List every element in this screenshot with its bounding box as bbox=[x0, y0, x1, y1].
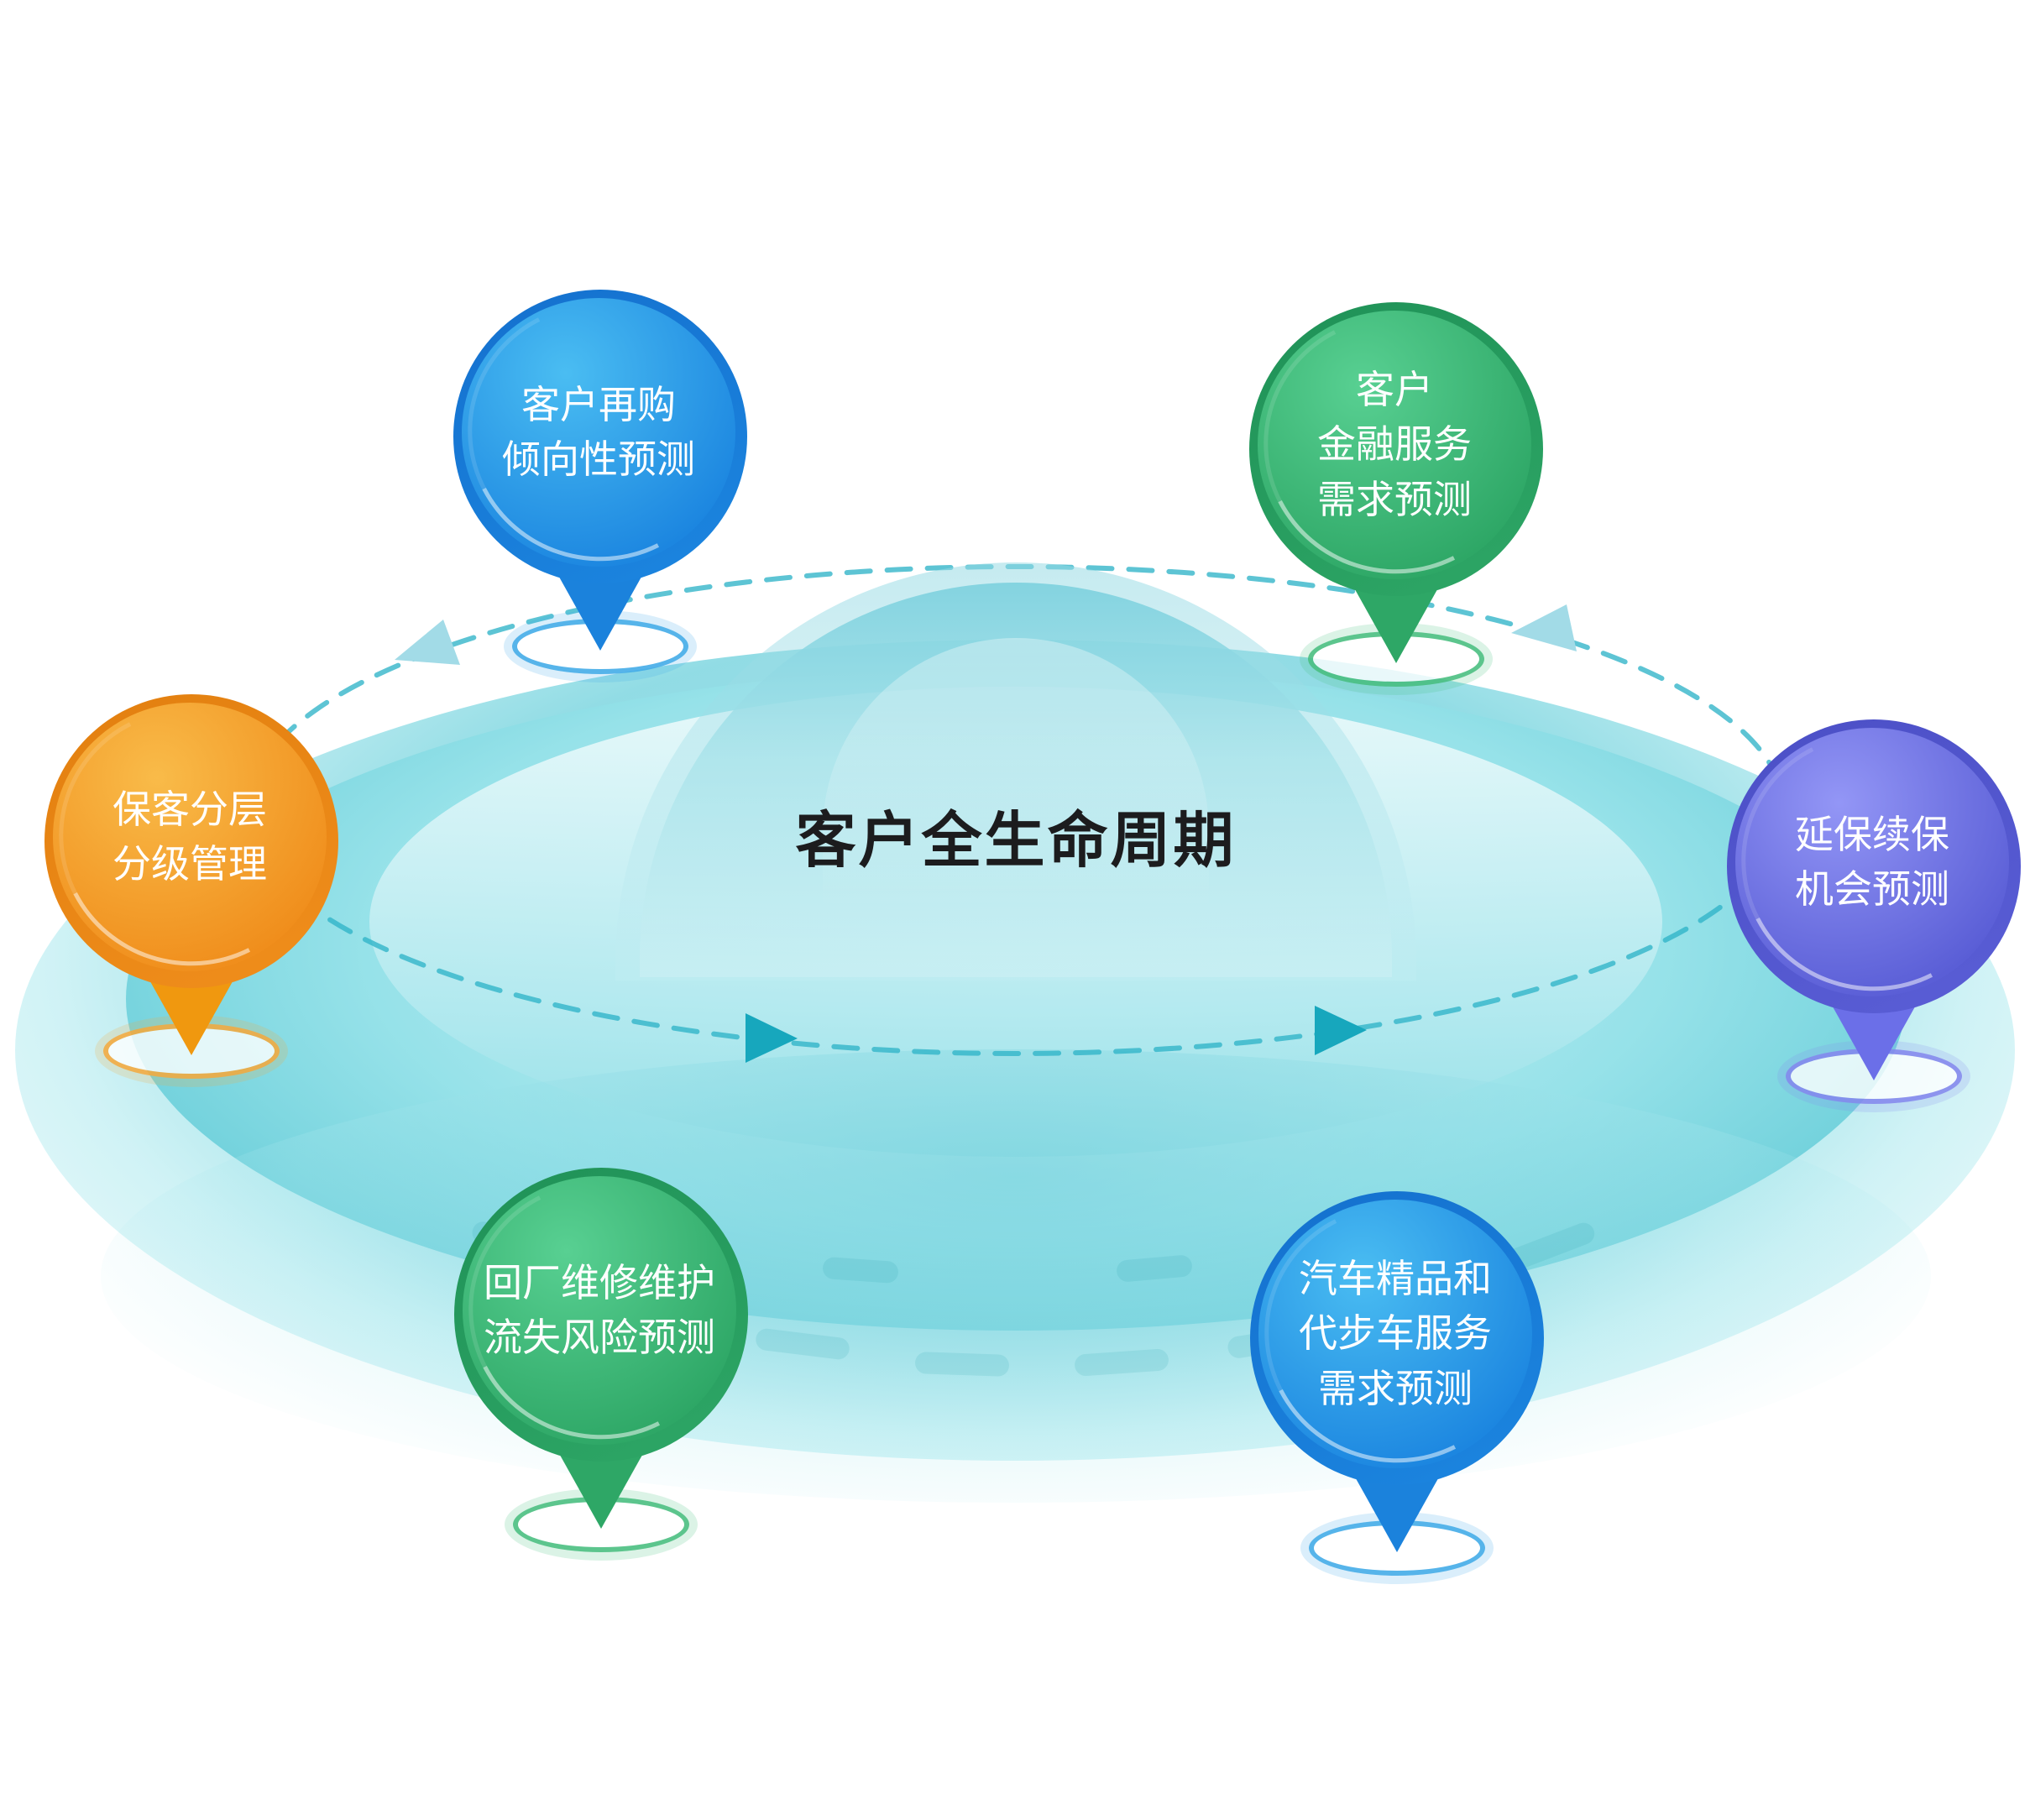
pin-bubble: 保客分层 分级管理 bbox=[44, 694, 338, 988]
platform-disc-skirt bbox=[101, 1049, 1931, 1503]
pin-label: 汽车精品和 代步车服务 需求预测 bbox=[1299, 1257, 1492, 1410]
pin-label: 客户再购 倾向性预测 bbox=[502, 382, 695, 481]
pin-label: 延保续保 机会预测 bbox=[1795, 812, 1949, 911]
orbit-arrow-bottom-right bbox=[1315, 1006, 1367, 1055]
center-dome-sheen bbox=[823, 638, 1209, 977]
pin-bubble: 客户 金融服务 需求预测 bbox=[1249, 302, 1543, 596]
pin-label: 客户 金融服务 需求预测 bbox=[1317, 368, 1472, 521]
pin-label: 回厂维修维护 流失风险预测 bbox=[484, 1260, 715, 1359]
pin-face: 回厂维修维护 流失风险预测 bbox=[463, 1176, 736, 1445]
pin-face: 客户 金融服务 需求预测 bbox=[1258, 311, 1531, 579]
pin-bubble: 汽车精品和 代步车服务 需求预测 bbox=[1250, 1191, 1544, 1485]
diagram-title: 客户全生命周期 bbox=[795, 808, 1237, 875]
orbit-arrow-bottom-left bbox=[746, 1013, 798, 1063]
pin-bubble: 回厂维修维护 流失风险预测 bbox=[454, 1168, 748, 1462]
orbit-arrow-top-left bbox=[395, 620, 460, 665]
pin-financial-service: 客户 金融服务 需求预测 bbox=[1237, 302, 1556, 688]
pin-accessories-courtesy: 汽车精品和 代步车服务 需求预测 bbox=[1237, 1191, 1557, 1577]
pin-face: 保客分层 分级管理 bbox=[53, 703, 327, 971]
pin-face: 客户再购 倾向性预测 bbox=[462, 298, 735, 567]
pin-bubble: 延保续保 机会预测 bbox=[1727, 719, 2021, 1013]
pin-warranty-renewal: 延保续保 机会预测 bbox=[1714, 719, 2030, 1106]
pin-face: 延保续保 机会预测 bbox=[1735, 728, 2009, 996]
orbit-arrow-top-right bbox=[1511, 604, 1577, 651]
pin-repair-churn-risk: 回厂维修维护 流失风险预测 bbox=[442, 1168, 761, 1554]
pin-label: 保客分层 分级管理 bbox=[112, 787, 267, 886]
pin-face: 汽车精品和 代步车服务 需求预测 bbox=[1258, 1200, 1532, 1468]
pin-retained-customer: 保客分层 分级管理 bbox=[32, 694, 351, 1080]
pin-bubble: 客户再购 倾向性预测 bbox=[453, 290, 747, 583]
pin-customer-repurchase: 客户再购 倾向性预测 bbox=[441, 290, 760, 676]
